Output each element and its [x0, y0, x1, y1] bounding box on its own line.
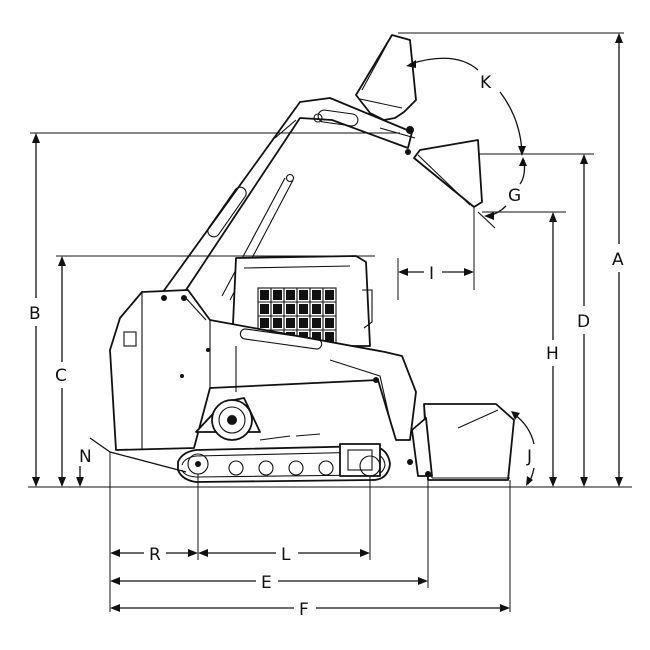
- machine-body: [109, 289, 417, 451]
- dimension-h: [549, 212, 557, 487]
- dimension-j: [511, 411, 535, 486]
- label-k: K: [480, 73, 492, 93]
- dimension-f: [110, 604, 510, 612]
- extension-lines: [30, 32, 624, 612]
- dimension-g: [484, 157, 527, 220]
- label-a: A: [612, 250, 624, 270]
- dimension-d: [580, 154, 588, 487]
- label-r: R: [149, 545, 161, 565]
- raised-bucket: [355, 34, 496, 229]
- dimension-b: [32, 133, 40, 487]
- lift-arm: [159, 97, 416, 301]
- dimension-n: [76, 437, 187, 487]
- dimension-r: [110, 549, 198, 557]
- dimension-k: [406, 57, 526, 156]
- label-b: B: [29, 304, 41, 324]
- label-l: L: [281, 545, 291, 565]
- label-d: D: [577, 312, 590, 332]
- label-j: J: [526, 447, 532, 467]
- dimension-c: [58, 256, 66, 487]
- dimension-i: [398, 268, 474, 276]
- track-undercarriage: [177, 397, 391, 483]
- label-g: G: [508, 186, 521, 206]
- label-n: N: [79, 447, 92, 467]
- label-i: I: [429, 264, 434, 284]
- label-e: E: [261, 573, 272, 593]
- label-f: F: [299, 600, 309, 620]
- dimension-e: [110, 577, 428, 585]
- dimension-l: [198, 549, 370, 557]
- label-h: H: [546, 344, 559, 364]
- lowered-bucket: [407, 403, 515, 481]
- dimension-a: [615, 33, 623, 487]
- label-c: C: [55, 366, 67, 386]
